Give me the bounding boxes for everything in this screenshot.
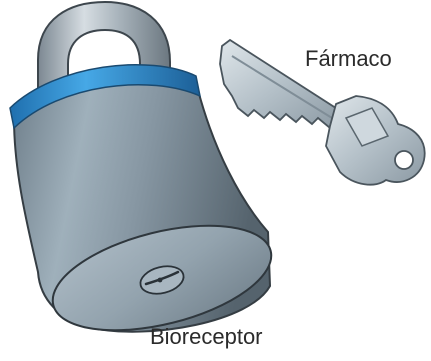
drug-label: Fármaco bbox=[305, 48, 392, 70]
key-hole bbox=[395, 151, 413, 169]
receptor-label: Bioreceptor bbox=[150, 326, 263, 348]
